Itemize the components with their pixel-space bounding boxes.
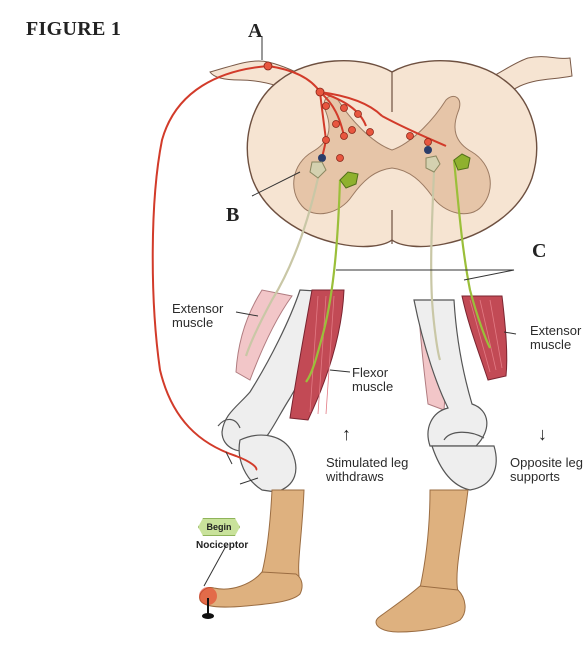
motor-neurons bbox=[309, 153, 471, 189]
afferent-neuron bbox=[151, 65, 269, 471]
nociceptor-label: Nociceptor bbox=[196, 540, 249, 551]
right-shin bbox=[419, 489, 469, 596]
down-arrow-icon: ↓ bbox=[538, 424, 547, 444]
right-leg-upper bbox=[413, 295, 508, 491]
extensor-muscle-left-label: Extensor muscle bbox=[172, 301, 224, 330]
up-arrow-icon: ↑ bbox=[342, 424, 351, 444]
begin-badge: Begin bbox=[198, 518, 240, 536]
motor-pathway-flexor bbox=[305, 159, 491, 383]
tack-icon bbox=[202, 613, 214, 619]
left-tibia bbox=[238, 434, 297, 493]
left-foot-shape bbox=[199, 571, 303, 608]
motor-pathway-extensor bbox=[244, 171, 442, 361]
left-foot bbox=[199, 489, 305, 619]
leader-lines bbox=[203, 36, 517, 587]
flexor-muscle-label: Flexor muscle bbox=[352, 365, 394, 394]
interneuron-nodes bbox=[263, 61, 432, 162]
figure-title: FIGURE 1 bbox=[26, 18, 122, 40]
opposite-leg-label: Opposite leg supports bbox=[510, 455, 583, 484]
nociceptor-stimulus bbox=[199, 587, 217, 605]
marker-b: B bbox=[226, 204, 240, 226]
inhibitory-interneurons bbox=[318, 146, 432, 162]
sensory-pathway bbox=[151, 65, 447, 471]
right-foot-shape bbox=[375, 585, 466, 633]
extensor-muscle-right-label: Extensor muscle bbox=[530, 323, 582, 352]
marker-a: A bbox=[248, 20, 263, 42]
right-tibia bbox=[431, 445, 497, 491]
right-foot bbox=[375, 489, 469, 633]
spinal-cord-section bbox=[209, 56, 573, 248]
marker-c: C bbox=[532, 240, 547, 262]
stimulated-leg-label: Stimulated leg withdraws bbox=[326, 455, 409, 484]
